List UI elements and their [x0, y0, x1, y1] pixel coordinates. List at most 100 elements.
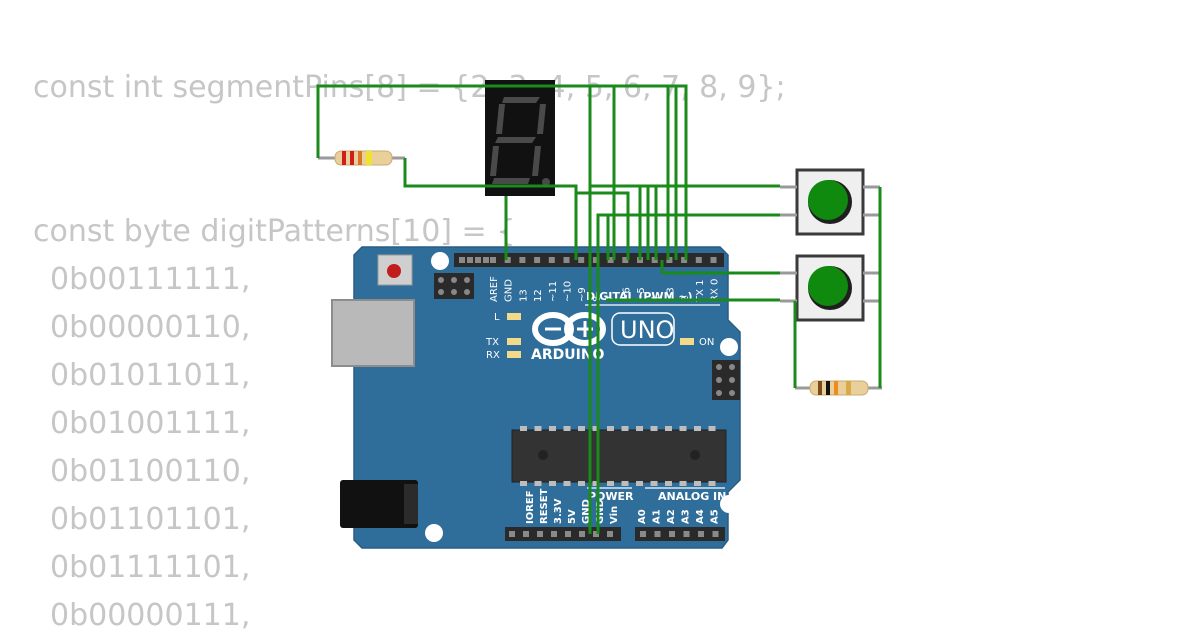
- bottom-pin-holes: [509, 531, 719, 537]
- pin-hole[interactable]: [593, 531, 599, 537]
- digital-pin-label: TX 1: [695, 280, 706, 304]
- power-jack: [340, 480, 418, 528]
- pushbutton-cap[interactable]: [808, 180, 848, 220]
- pin-hole[interactable]: [579, 531, 585, 537]
- pin-hole[interactable]: [509, 531, 515, 537]
- pin-hole[interactable]: [654, 531, 661, 537]
- wire[interactable]: [596, 213, 780, 534]
- arduino-infinity-logo: [532, 312, 606, 346]
- code-line-pattern: 0b01111101,: [50, 550, 251, 585]
- chip-dot: [538, 450, 548, 460]
- pin-hole[interactable]: [607, 531, 613, 537]
- chip-pin: [636, 481, 643, 486]
- pin-hole[interactable]: [698, 531, 704, 537]
- pin-hole[interactable]: [565, 531, 571, 537]
- power-pin-label: RESET: [539, 488, 550, 524]
- pin-hole[interactable]: [490, 257, 496, 263]
- analog-header: [635, 527, 725, 541]
- pin-hole[interactable]: [592, 257, 599, 263]
- resistor-band: [358, 151, 362, 165]
- pin-hole[interactable]: [537, 531, 543, 537]
- resistor-body: [809, 380, 869, 396]
- resistor-band: [342, 151, 346, 165]
- power-jack-barrel: [404, 484, 418, 524]
- code-line-pattern: 0b01001111,: [50, 406, 251, 441]
- pin-hole[interactable]: [640, 531, 646, 537]
- chip-pin: [607, 426, 614, 431]
- pin-hole[interactable]: [459, 257, 465, 263]
- pin-hole[interactable]: [578, 257, 585, 263]
- resistor-display[interactable]: [318, 150, 405, 166]
- chip-pin: [563, 426, 571, 431]
- pin-hole[interactable]: [467, 257, 473, 263]
- code-line-pattern: 0b01011011,: [50, 358, 251, 393]
- brand-label: ARDUINO: [531, 347, 605, 363]
- wire[interactable]: [576, 191, 630, 260]
- power-header-label: POWER: [588, 490, 634, 503]
- chip-pin: [679, 426, 687, 431]
- pin-hole[interactable]: [607, 257, 614, 263]
- mounting-hole: [720, 495, 738, 513]
- resistor-band: [366, 151, 372, 165]
- seven-segment-display[interactable]: [485, 80, 555, 196]
- power-header: [505, 527, 621, 541]
- power-pin-label: 5V: [567, 509, 578, 524]
- pin-hole[interactable]: [712, 531, 719, 537]
- digital-pin-label: 12: [533, 289, 544, 302]
- reset-button[interactable]: [387, 264, 401, 278]
- pin-hole[interactable]: [681, 257, 688, 263]
- chip-pin: [708, 426, 716, 431]
- chip-pin: [578, 426, 585, 431]
- model-label: UNO: [620, 316, 674, 344]
- pin-hole[interactable]: [669, 531, 675, 537]
- chip-pin: [534, 481, 542, 486]
- analog-header-label: ANALOG IN: [658, 490, 726, 503]
- digital-pin-label: ~9: [577, 287, 588, 302]
- pin-hole[interactable]: [622, 257, 629, 263]
- chip-pin: [607, 481, 614, 486]
- chip-pin: [549, 481, 556, 486]
- pin-hole[interactable]: [548, 257, 555, 263]
- analog-pin-label: A4: [695, 509, 706, 524]
- chip-pin: [563, 481, 571, 486]
- led-l-label: L: [494, 312, 500, 323]
- digital-pin-label: ~3: [665, 287, 676, 302]
- pushbutton-cap[interactable]: [808, 266, 848, 306]
- digital-pin-label: RX 0: [710, 279, 721, 302]
- wire[interactable]: [403, 158, 578, 260]
- pin-hole[interactable]: [519, 257, 526, 263]
- pushbutton-1[interactable]: [780, 168, 880, 236]
- analog-pin-label: A5: [710, 509, 721, 524]
- chip-pin: [708, 481, 716, 486]
- power-pin-label: 3.3V: [553, 498, 564, 524]
- resistor-buttons[interactable]: [795, 380, 882, 396]
- pin-hole[interactable]: [483, 257, 489, 263]
- chip-pin: [694, 426, 701, 431]
- pin-hole[interactable]: [710, 257, 717, 263]
- chip-pin: [520, 426, 527, 431]
- pin-hole[interactable]: [551, 531, 557, 537]
- pin-hole[interactable]: [534, 257, 541, 263]
- chip-pin: [534, 426, 542, 431]
- icsp2-header: [712, 360, 740, 400]
- pin-hole[interactable]: [475, 257, 481, 263]
- pushbutton-2[interactable]: [780, 254, 880, 322]
- power-pin-label: IOREF: [525, 490, 536, 524]
- pin-hole[interactable]: [563, 257, 570, 263]
- resistor-body: [334, 150, 393, 166]
- pin-hole[interactable]: [523, 531, 529, 537]
- pin-hole[interactable]: [504, 257, 511, 263]
- icsp-header: [434, 273, 474, 299]
- pin-hole[interactable]: [683, 531, 690, 537]
- wire[interactable]: [316, 84, 688, 260]
- usb-connector: [331, 299, 415, 367]
- resistor-band: [846, 381, 851, 395]
- power-pin-label: Vin: [609, 506, 620, 524]
- digital-pin-label: ~11: [548, 281, 559, 302]
- led-tx: [507, 338, 521, 345]
- chip-pin: [578, 481, 585, 486]
- pin-hole[interactable]: [695, 257, 702, 263]
